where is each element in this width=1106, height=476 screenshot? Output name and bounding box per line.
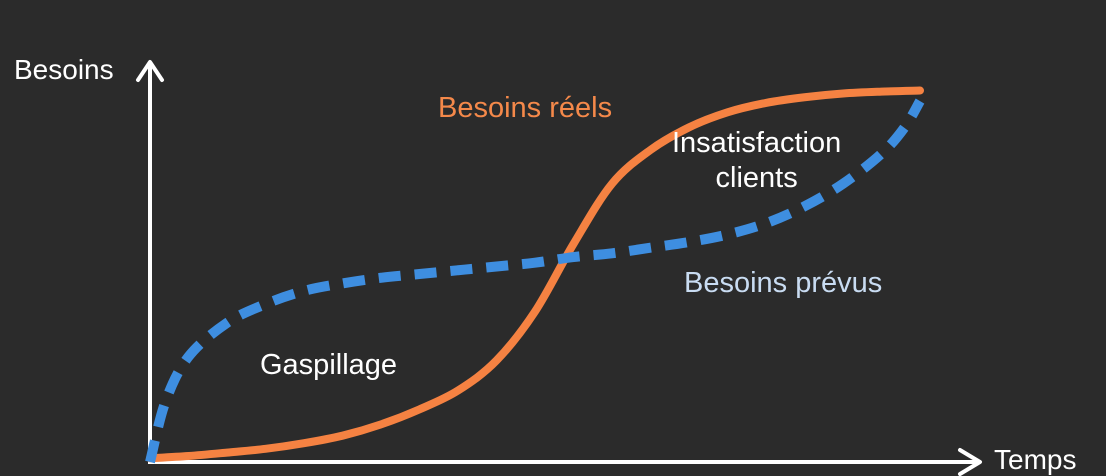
annotation-waste: Gaspillage <box>260 349 398 381</box>
series-label-real-needs: Besoins réels <box>438 92 613 124</box>
series-line-planned-needs <box>145 98 925 464</box>
annotation-dissatisfaction-line1: Insatisfaction <box>672 127 842 159</box>
annotation-dissatisfaction-line2: clients <box>715 161 798 194</box>
series-label-planned-needs: Besoins prévus <box>684 267 883 299</box>
chart-axes <box>136 60 982 476</box>
chart-series <box>145 86 925 464</box>
y-axis-arrow <box>136 60 164 82</box>
y-axis-label: Besoins <box>14 54 114 85</box>
x-axis-label: Temps <box>994 444 1077 475</box>
annotation-dissatisfaction: Insatisfaction clients <box>672 126 841 196</box>
x-axis-arrow <box>958 448 982 476</box>
series-line-real-needs <box>146 86 924 463</box>
